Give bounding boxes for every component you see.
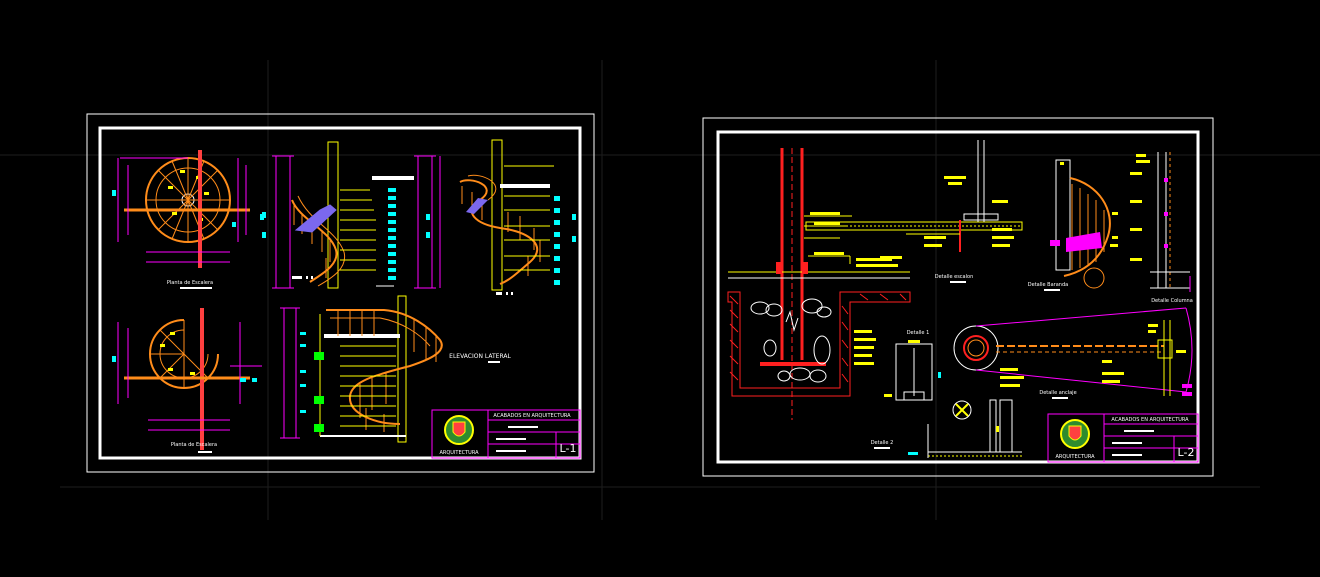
- title-block-heading-l1: ACABADOS EN ARQUITECTURA: [493, 413, 571, 419]
- spiral-stair-plan-bottom[interactable]: [112, 308, 262, 450]
- detail-anchor-label: Detalle anclaje: [1039, 390, 1076, 396]
- detail-handrail-label: Detalle Baranda: [1028, 282, 1068, 288]
- sheet-l2[interactable]: Detalle escalon Detalle Baranda: [702, 117, 1214, 477]
- title-block-line-2: [496, 438, 526, 440]
- sheet-l1-inner-border: [98, 126, 582, 460]
- sheet-number-l2: L-2: [1178, 446, 1195, 459]
- title-block-heading-l2: ACABADOS EN ARQUITECTURA: [1111, 417, 1189, 423]
- stair-section-right[interactable]: [414, 139, 576, 295]
- model-space-grid: [0, 60, 1320, 520]
- sheet-l1[interactable]: Planta de Escalera: [86, 113, 595, 473]
- detail-1-drawing[interactable]: [884, 340, 941, 401]
- column-foundation-detail[interactable]: [727, 148, 911, 420]
- detail-column-label: Detalle Columna: [1151, 298, 1193, 304]
- title-block-l1[interactable]: ARQUITECTURA ACABADOS EN ARQUITECTURA L-…: [431, 409, 581, 459]
- sheet-l2-outer-border: [702, 117, 1214, 477]
- firm-name-l2: ARQUITECTURA: [1055, 454, 1095, 460]
- title-block-line-5: [1112, 442, 1142, 444]
- small-section-symbol: [952, 400, 972, 420]
- sheet-l2-inner-border: [716, 130, 1200, 464]
- plan-bottom-label: Planta de Escalera: [171, 442, 217, 448]
- handrail-detail[interactable]: [1050, 159, 1118, 289]
- detail-2-drawing[interactable]: [908, 399, 1022, 458]
- spiral-stair-plan-top[interactable]: [112, 150, 264, 268]
- column-profile-detail[interactable]: [1130, 152, 1191, 292]
- title-block-line-3: [496, 450, 526, 452]
- detail-2-label: Detalle 2: [871, 440, 894, 446]
- sheet-l1-outer-border: [86, 113, 595, 473]
- plan-top-label: Planta de Escalera: [167, 280, 213, 286]
- title-block-line-4: [1124, 430, 1154, 432]
- elevation-label: ELEVACION LATERAL: [449, 353, 511, 360]
- logo-emblem-l1: [444, 415, 474, 445]
- title-block-line-1: [508, 426, 538, 428]
- firm-name-l1: ARQUITECTURA: [439, 450, 479, 456]
- title-block-line-6: [1112, 454, 1142, 456]
- title-block-l2[interactable]: ARQUITECTURA ACABADOS EN ARQUITECTURA L-…: [1047, 413, 1199, 463]
- detail-1-label: Detalle 1: [907, 330, 930, 336]
- logo-emblem-l2: [1060, 419, 1090, 449]
- anchor-detail[interactable]: [953, 307, 1193, 396]
- detail-step-label: Detalle escalon: [935, 274, 974, 280]
- step-detail[interactable]: [805, 140, 1023, 267]
- lateral-elevation[interactable]: [280, 295, 443, 443]
- sheet-number-l1: L-1: [560, 442, 577, 455]
- stair-section-left[interactable]: [262, 141, 414, 289]
